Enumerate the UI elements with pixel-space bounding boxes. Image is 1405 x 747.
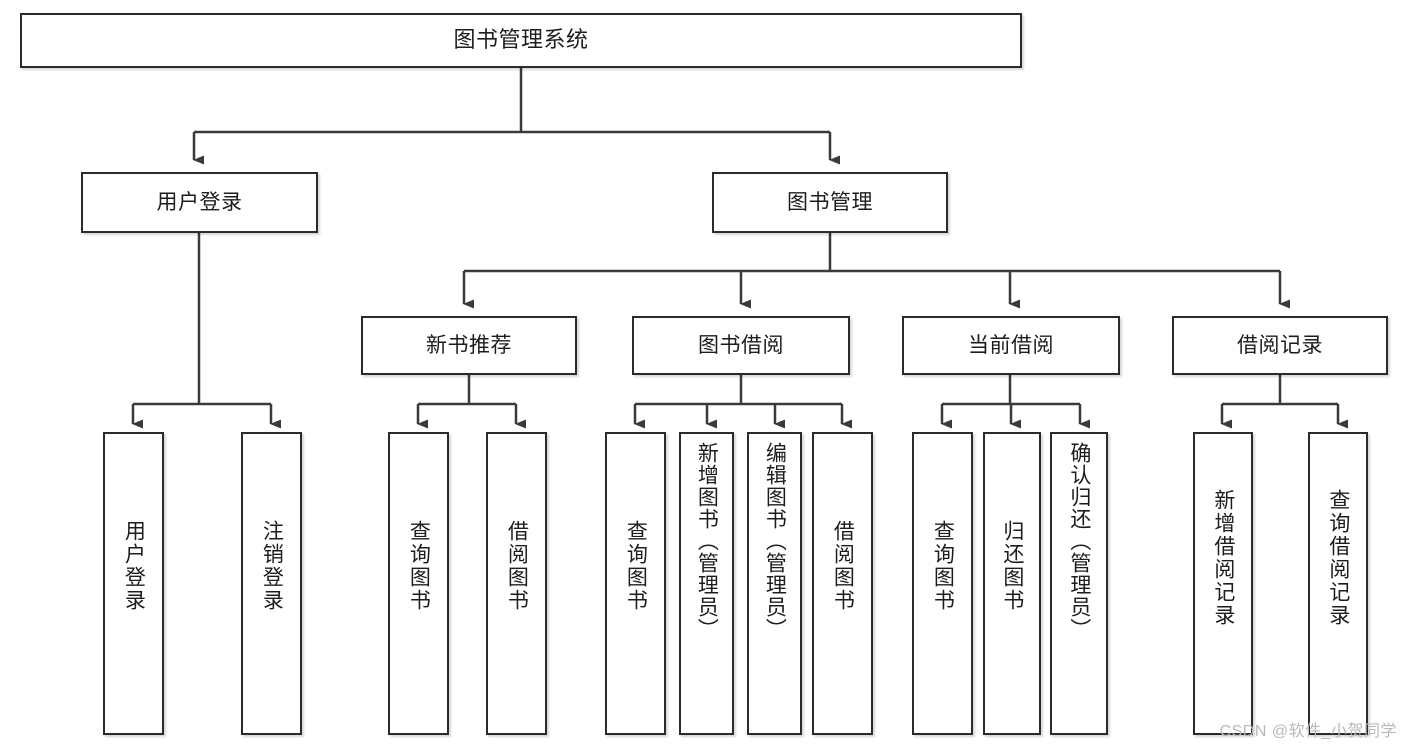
node-leaf-borrow-book-1[interactable]: 借阅图书: [486, 432, 547, 735]
node-leaf-logout[interactable]: 注销登录: [241, 432, 302, 735]
node-leaf-add-record[interactable]: 新增借阅记录: [1193, 432, 1253, 735]
node-leaf-return-book[interactable]: 归还图书: [983, 432, 1041, 735]
node-leaf-borrow-book-2-label: 借阅图书: [831, 520, 855, 612]
node-book-borrow-label: 图书借阅: [698, 333, 784, 357]
node-leaf-user-login-label: 用户登录: [122, 520, 146, 612]
csdn-watermark: CSDN @软件_小贺同学: [1219, 723, 1397, 740]
node-root[interactable]: 图书管理系统: [20, 13, 1022, 68]
node-user-login[interactable]: 用户登录: [81, 172, 318, 233]
node-new-book-recommend-label: 新书推荐: [426, 333, 512, 357]
node-current-borrow-label: 当前借阅: [968, 333, 1054, 357]
node-leaf-borrow-book-1-label: 借阅图书: [505, 520, 529, 612]
node-leaf-add-book[interactable]: 新增图书（管理员）: [679, 432, 734, 735]
node-leaf-logout-label: 注销登录: [260, 520, 284, 612]
node-leaf-borrow-book-2[interactable]: 借阅图书: [812, 432, 873, 735]
node-leaf-query-book-1[interactable]: 查询图书: [388, 432, 449, 735]
node-leaf-query-book-3[interactable]: 查询图书: [912, 432, 973, 735]
node-leaf-user-login[interactable]: 用户登录: [103, 432, 164, 735]
node-current-borrow[interactable]: 当前借阅: [902, 316, 1120, 375]
node-leaf-confirm-return-label: 确认归还（管理员）: [1067, 442, 1091, 640]
node-leaf-edit-book-label: 编辑图书（管理员）: [763, 442, 787, 640]
node-leaf-query-book-1-label: 查询图书: [407, 520, 431, 612]
node-leaf-query-book-2-label: 查询图书: [624, 520, 648, 612]
node-new-book-recommend[interactable]: 新书推荐: [361, 316, 577, 375]
node-leaf-add-record-label: 新增借阅记录: [1211, 489, 1235, 627]
node-leaf-query-record[interactable]: 查询借阅记录: [1308, 432, 1368, 735]
node-leaf-query-book-2[interactable]: 查询图书: [605, 432, 666, 735]
node-book-borrow[interactable]: 图书借阅: [632, 316, 850, 375]
node-book-management-label: 图书管理: [787, 190, 873, 214]
node-book-management[interactable]: 图书管理: [712, 172, 948, 233]
node-leaf-query-book-3-label: 查询图书: [931, 520, 955, 612]
node-root-label: 图书管理系统: [453, 27, 589, 53]
node-user-login-label: 用户登录: [156, 190, 243, 214]
node-borrow-record-label: 借阅记录: [1237, 333, 1323, 357]
node-leaf-query-record-label: 查询借阅记录: [1326, 489, 1350, 627]
node-leaf-edit-book[interactable]: 编辑图书（管理员）: [747, 432, 802, 735]
node-leaf-return-book-label: 归还图书: [1000, 520, 1024, 612]
node-leaf-confirm-return[interactable]: 确认归还（管理员）: [1050, 432, 1108, 735]
node-borrow-record[interactable]: 借阅记录: [1172, 316, 1388, 375]
node-leaf-add-book-label: 新增图书（管理员）: [695, 442, 719, 640]
